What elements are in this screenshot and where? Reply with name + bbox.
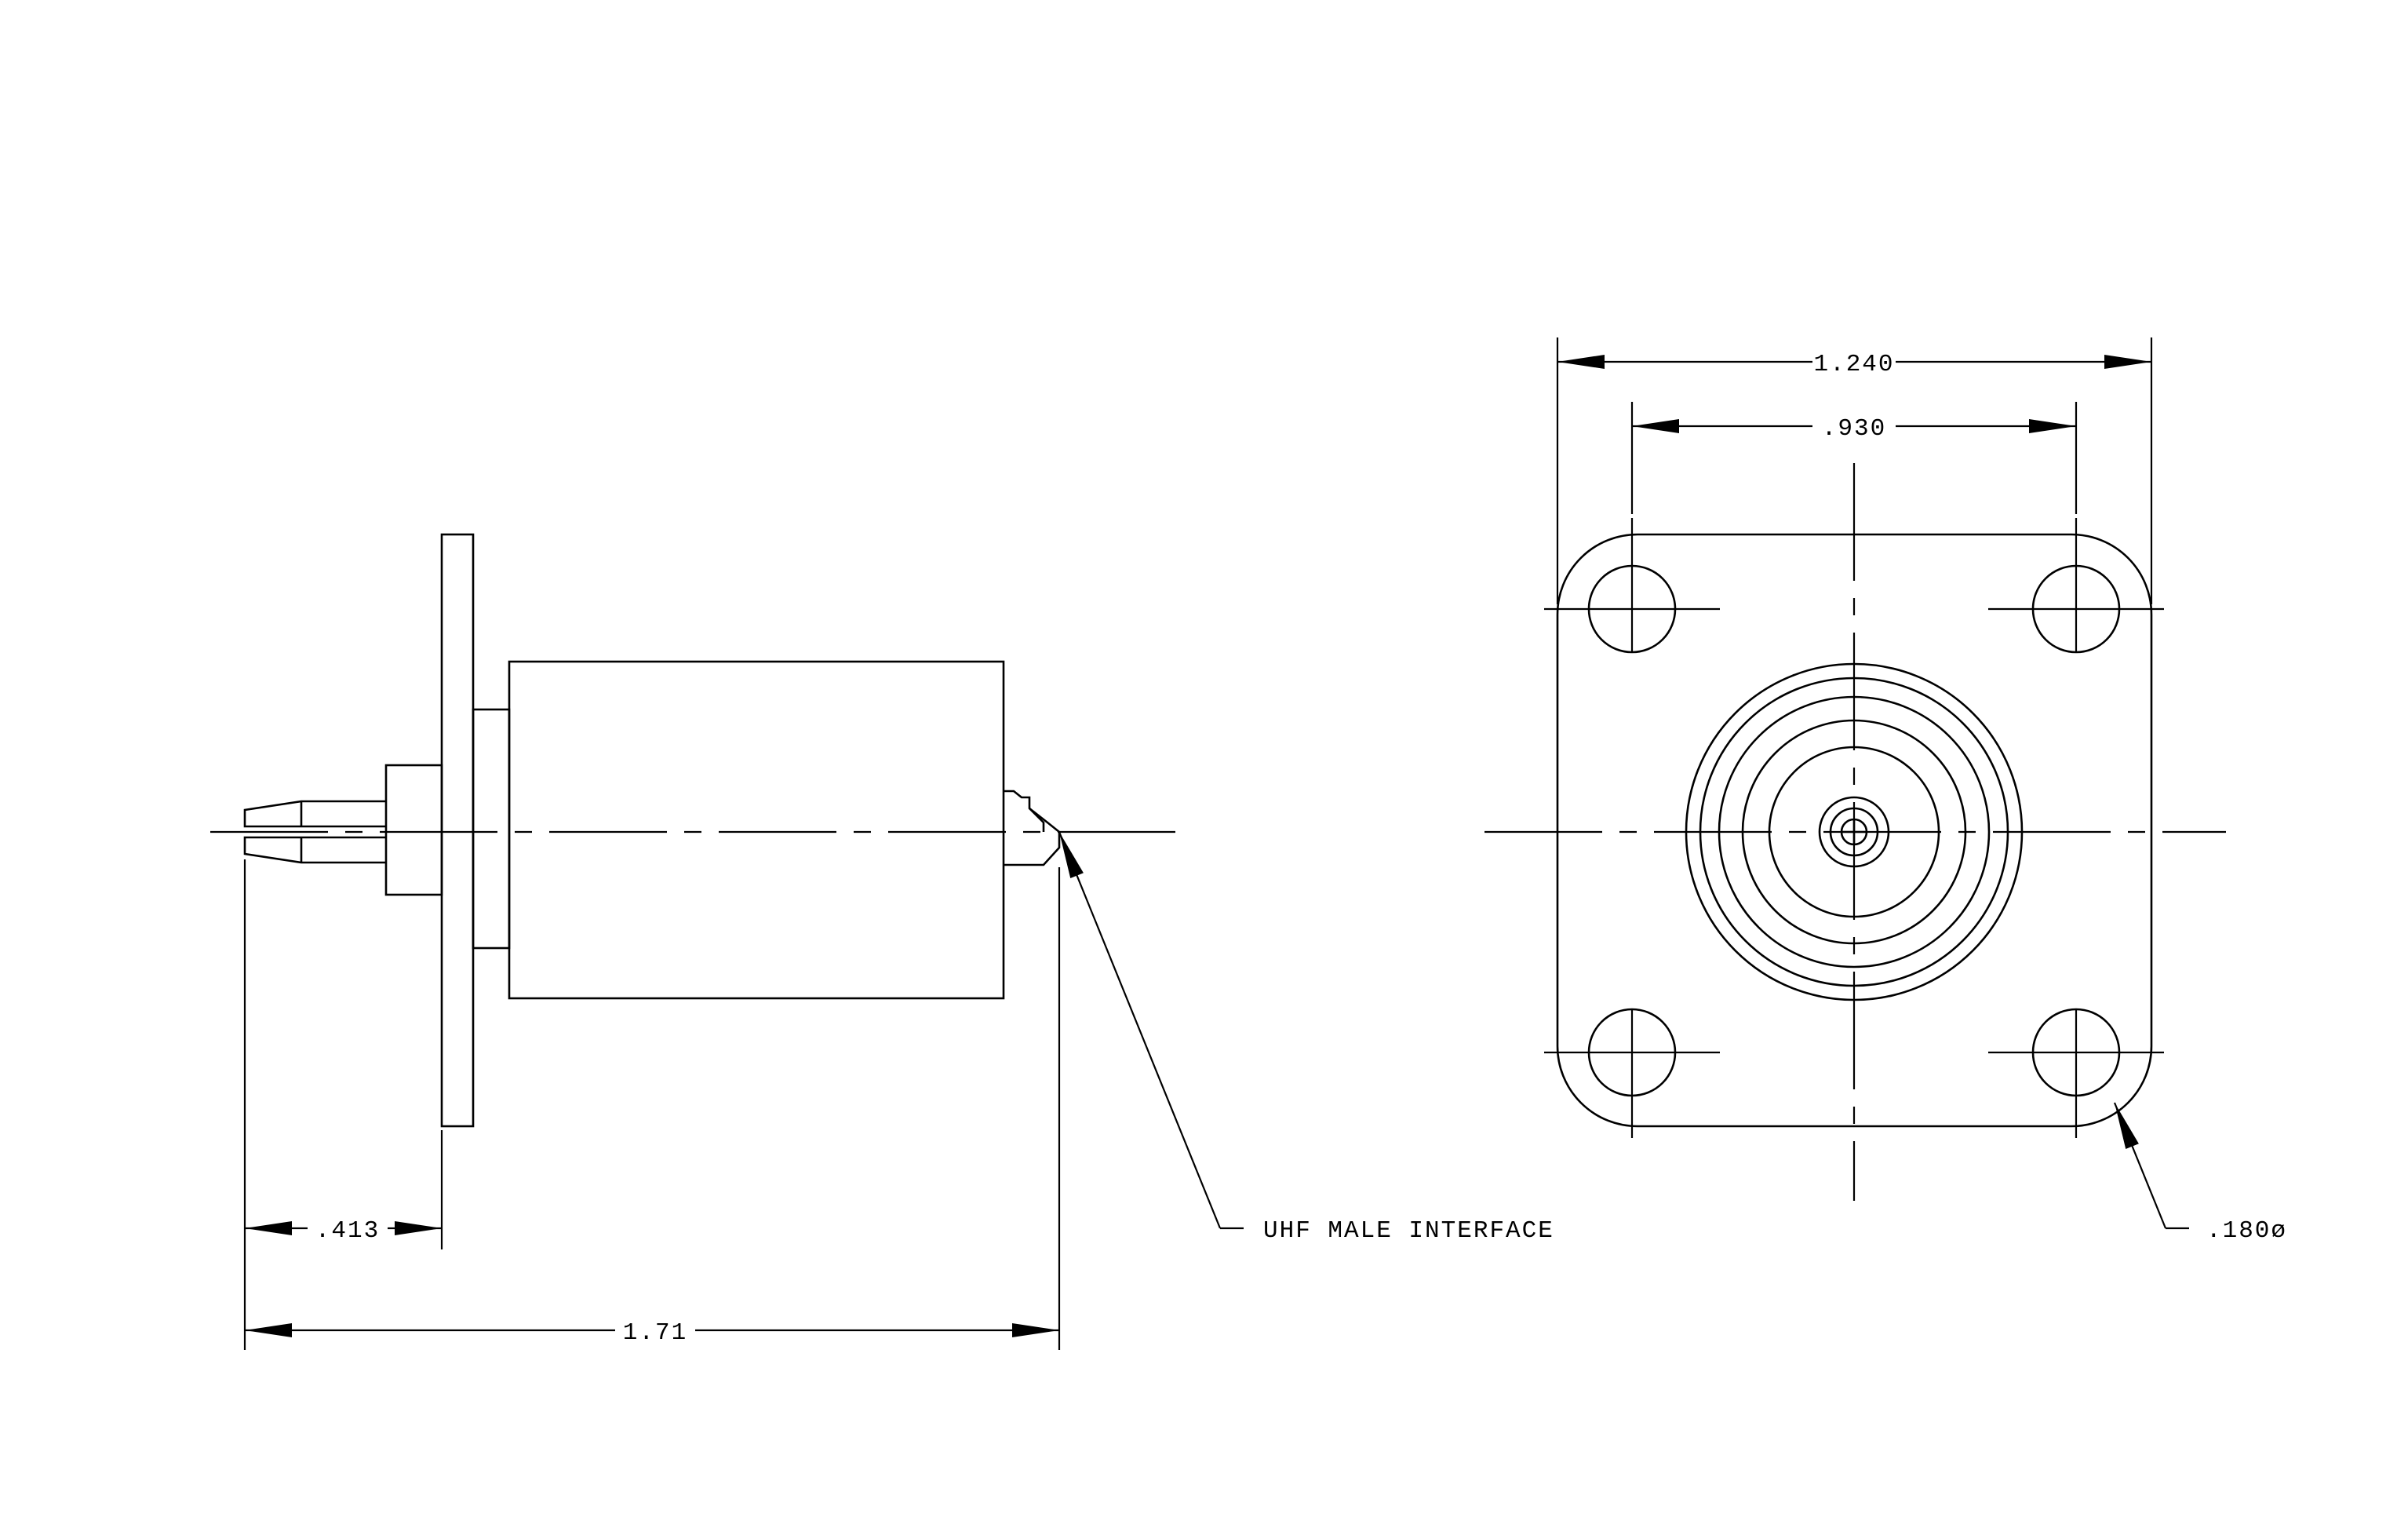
rear-hub	[384, 764, 443, 896]
side-view: .413 1.71 UHF MALE INTERFACE	[210, 533, 1554, 1350]
callout-uhf-interface: UHF MALE INTERFACE	[1052, 829, 1554, 1245]
mounting-holes	[1544, 518, 2164, 1138]
dimension-flange-to-tip: .413	[243, 859, 443, 1350]
callout-label-180: .180ø	[2206, 1217, 2287, 1245]
front-neck	[472, 708, 511, 950]
dim-label-171: 1.71	[623, 1319, 687, 1347]
connector-body	[508, 660, 1005, 1000]
front-flange-outline	[1556, 533, 2153, 1128]
callout-label-uhf: UHF MALE INTERFACE	[1263, 1217, 1554, 1245]
interface-rings	[1685, 662, 2024, 1001]
dim-label-1240: 1.240	[1813, 351, 1894, 378]
dim-label-413: .413	[315, 1217, 380, 1245]
mounting-flange	[440, 533, 475, 1128]
front-view: 1.240 .930 .180ø	[1485, 337, 2287, 1245]
callout-hole-diameter: .180ø	[2107, 1100, 2287, 1245]
dimension-overall-length: 1.71	[245, 867, 1061, 1350]
dim-label-930: .930	[1822, 415, 1886, 443]
interface-nose	[1004, 790, 1061, 866]
solder-cup-pin	[243, 800, 386, 864]
dimension-hole-spacing: .930	[1630, 402, 2078, 514]
dimension-flange-width: 1.240	[1556, 337, 2153, 604]
